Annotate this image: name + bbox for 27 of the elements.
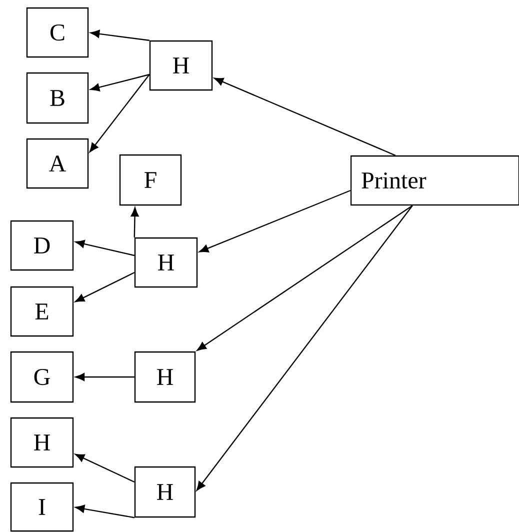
process-box: A xyxy=(26,138,89,189)
arrow xyxy=(196,205,413,491)
process-box: G xyxy=(10,351,74,403)
process-box: E xyxy=(10,286,74,337)
process-box: H xyxy=(134,237,198,288)
process-box: F xyxy=(119,154,182,206)
arrow xyxy=(90,30,150,41)
arrow xyxy=(75,373,134,382)
process-box: H xyxy=(134,466,196,518)
arrow xyxy=(75,240,135,256)
process-box: B xyxy=(26,72,89,124)
arrow xyxy=(89,74,150,152)
process-box: H xyxy=(10,417,74,468)
arrow xyxy=(75,272,135,302)
process-box: I xyxy=(10,482,74,532)
arrow xyxy=(75,504,134,518)
process-box: D xyxy=(10,220,74,271)
process-box: H xyxy=(134,351,196,403)
arrow xyxy=(90,74,150,92)
arrow xyxy=(214,78,396,156)
arrow xyxy=(196,205,413,351)
arrow xyxy=(130,207,139,238)
process-box: C xyxy=(26,7,89,58)
arrow xyxy=(199,190,351,252)
process-box: Printer xyxy=(350,155,519,206)
arrow xyxy=(75,454,135,483)
process-box: H xyxy=(149,40,213,91)
